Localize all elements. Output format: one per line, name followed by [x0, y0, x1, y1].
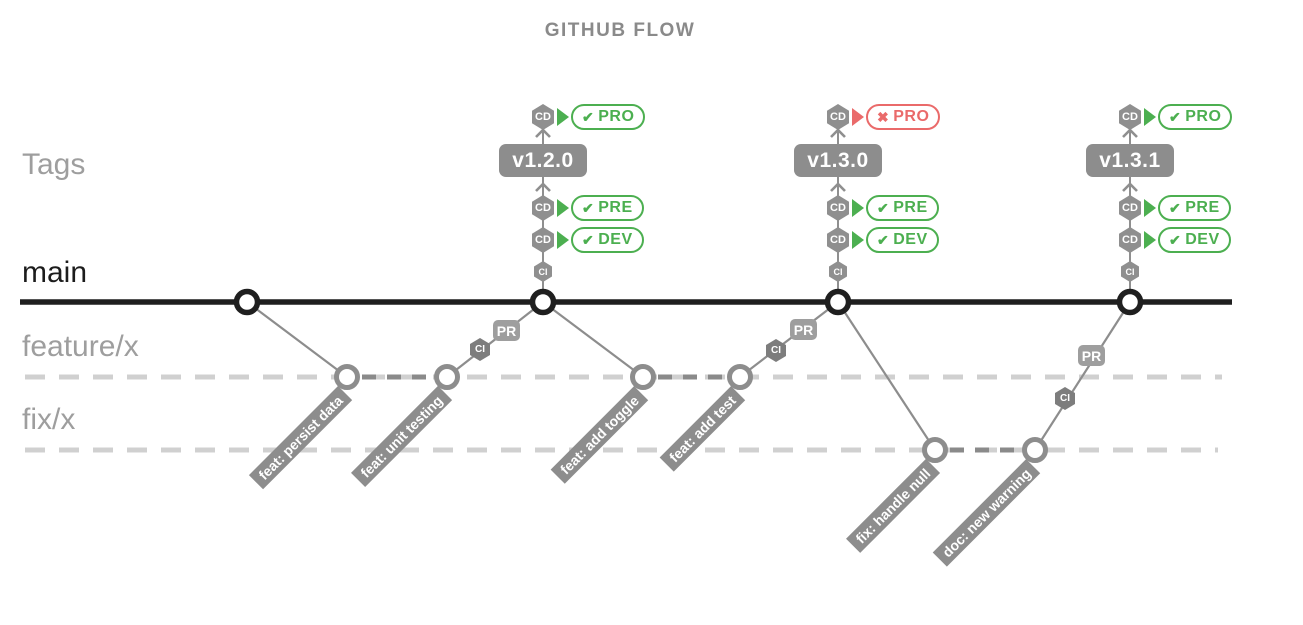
env-label: DEV	[893, 231, 928, 248]
check-icon: ✔	[582, 200, 595, 216]
env-badge-pre: ✔ PRE	[866, 195, 939, 221]
check-icon: ✔	[1169, 200, 1182, 216]
check-icon: ✔	[877, 232, 890, 248]
pr-badge: PR	[790, 319, 817, 340]
env-label: PRO	[598, 108, 635, 125]
branch-merge-lines	[246, 301, 1131, 451]
feature-commit-nodes	[334, 364, 753, 390]
main-lane-label: main	[22, 256, 88, 289]
env-badge-pre: ✔ PRE	[1158, 195, 1231, 221]
tags-lane-label: Tags	[22, 148, 86, 181]
env-badge-dev: ✔ DEV	[1158, 227, 1231, 253]
deploy-arrow-icon	[1144, 231, 1156, 249]
env-badge-pro: ✖ PRO	[866, 104, 941, 130]
tag-v1.3.0: v1.3.0	[794, 144, 882, 177]
main-commit-nodes	[233, 288, 1144, 316]
env-badge-dev: ✔ DEV	[866, 227, 939, 253]
fix-commit-nodes	[922, 437, 1048, 463]
env-label: PRE	[598, 199, 633, 216]
deploy-arrow-icon	[1144, 199, 1156, 217]
check-icon: ✔	[877, 200, 890, 216]
tag-v1.3.1: v1.3.1	[1086, 144, 1174, 177]
check-icon: ✔	[1169, 109, 1182, 125]
env-label: PRO	[893, 108, 930, 125]
deploy-arrow-icon	[557, 108, 569, 126]
ci-icon: CI	[1055, 387, 1075, 410]
env-badge-dev: ✔ DEV	[571, 227, 644, 253]
ci-icon: CI	[1121, 261, 1139, 282]
env-badge-pre: ✔ PRE	[571, 195, 644, 221]
env-label: DEV	[598, 231, 633, 248]
cross-icon: ✖	[877, 109, 890, 125]
check-icon: ✔	[582, 109, 595, 125]
diagram-title: GITHUB FLOW	[544, 20, 696, 41]
ci-icon: CI	[534, 261, 552, 282]
ci-icon: CI	[470, 338, 490, 361]
cd-icon: CD	[1119, 227, 1141, 253]
env-badge-pro: ✔ PRO	[1158, 104, 1233, 130]
cd-icon: CD	[827, 195, 849, 221]
check-icon: ✔	[582, 232, 595, 248]
deploy-arrow-icon	[557, 231, 569, 249]
cd-icon: CD	[827, 227, 849, 253]
ci-icon: CI	[829, 261, 847, 282]
env-label: DEV	[1185, 231, 1220, 248]
feature-lane-label: feature/x	[22, 330, 139, 363]
deploy-arrow-icon	[852, 108, 864, 126]
cd-icon: CD	[1119, 104, 1141, 130]
env-badge-pro: ✔ PRO	[571, 104, 646, 130]
env-label: PRE	[1185, 199, 1220, 216]
env-label: PRE	[893, 199, 928, 216]
cd-icon: CD	[827, 104, 849, 130]
pipeline-arrow-chevrons	[535, 128, 1138, 192]
pr-badge: PR	[1078, 345, 1105, 366]
deploy-arrow-icon	[852, 199, 864, 217]
pr-badge: PR	[493, 320, 520, 341]
cd-icon: CD	[1119, 195, 1141, 221]
cd-icon: CD	[532, 227, 554, 253]
deploy-arrow-icon	[557, 199, 569, 217]
cd-icon: CD	[532, 195, 554, 221]
env-label: PRO	[1185, 108, 1222, 125]
deploy-arrow-icon	[1144, 108, 1156, 126]
active-branch-segments	[362, 374, 1021, 453]
deploy-arrow-icon	[852, 231, 864, 249]
cd-icon: CD	[532, 104, 554, 130]
check-icon: ✔	[1169, 232, 1182, 248]
tag-v1.2.0: v1.2.0	[499, 144, 587, 177]
ci-icon: CI	[766, 339, 786, 362]
fix-lane-label: fix/x	[22, 403, 76, 436]
